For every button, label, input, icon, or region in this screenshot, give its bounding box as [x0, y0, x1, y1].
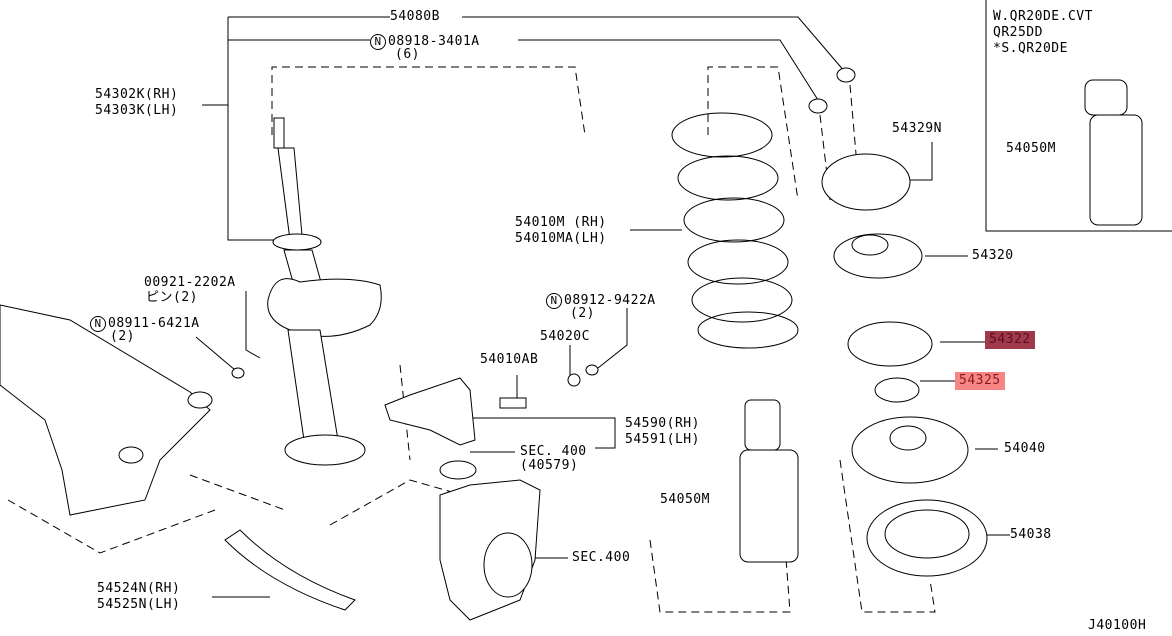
- n-mark-icon: N: [546, 293, 562, 309]
- label-54303k[interactable]: 54303K(LH): [95, 103, 179, 118]
- inset-label-54050m[interactable]: 54050M: [1006, 141, 1056, 156]
- n-mark-icon: N: [90, 316, 106, 332]
- label-54325-hovered[interactable]: 54325: [955, 372, 1005, 390]
- label-54038[interactable]: 54038: [1010, 527, 1052, 542]
- label-54590[interactable]: 54590(RH): [625, 416, 700, 431]
- label-00921-2202a[interactable]: 00921-2202A: [144, 275, 236, 290]
- n-mark-icon: N: [370, 34, 386, 50]
- label-54010ab[interactable]: 54010AB: [480, 352, 539, 367]
- label-54320[interactable]: 54320: [972, 248, 1014, 263]
- label-08912-qty: (2): [570, 306, 595, 321]
- label-08918-qty: (6): [395, 47, 420, 62]
- label-54010ma[interactable]: 54010MA(LH): [515, 231, 607, 246]
- inset-border: [985, 0, 1172, 232]
- label-54525n[interactable]: 54525N(LH): [97, 597, 181, 612]
- label-08911-qty: (2): [110, 329, 135, 344]
- diagram-code: J40100H: [1088, 618, 1147, 633]
- label-54322-selected[interactable]: 54322: [985, 331, 1035, 349]
- label-54524n[interactable]: 54524N(RH): [97, 581, 181, 596]
- coil-spring-shape: [671, 112, 799, 349]
- inset-variant-3: *S.QR20DE: [993, 41, 1068, 56]
- label-54302k[interactable]: 54302K(RH): [95, 87, 179, 102]
- strut-assembly-shape: [267, 117, 382, 466]
- subframe-knuckle-shapes: [0, 304, 599, 621]
- mount-parts-shapes: [808, 67, 988, 577]
- label-00921-qty: ピン(2): [146, 290, 198, 305]
- leader-lines: [195, 16, 1010, 598]
- label-54040[interactable]: 54040: [1004, 441, 1046, 456]
- label-sec-400[interactable]: SEC.400: [572, 550, 631, 565]
- inset-variant-1: W.QR20DE.CVT: [993, 9, 1093, 24]
- label-54080b[interactable]: 54080B: [390, 9, 440, 24]
- bump-stop-shape: [739, 79, 1143, 563]
- label-sec-400-40579[interactable]: SEC. 400: [520, 444, 587, 459]
- part-number: 08912-9422A: [564, 293, 656, 308]
- label-sec-400-sub: (40579): [520, 458, 579, 473]
- part-number: 08918-3401A: [388, 34, 480, 49]
- inset-variant-2: QR25DD: [993, 25, 1043, 40]
- part-number: 08911-6421A: [108, 316, 200, 331]
- assembly-outlines: [7, 66, 936, 613]
- label-54591[interactable]: 54591(LH): [625, 432, 700, 447]
- label-54010m[interactable]: 54010M (RH): [515, 215, 607, 230]
- label-54329n[interactable]: 54329N: [892, 121, 942, 136]
- label-54050m[interactable]: 54050M: [660, 492, 710, 507]
- label-54020c[interactable]: 54020C: [540, 329, 590, 344]
